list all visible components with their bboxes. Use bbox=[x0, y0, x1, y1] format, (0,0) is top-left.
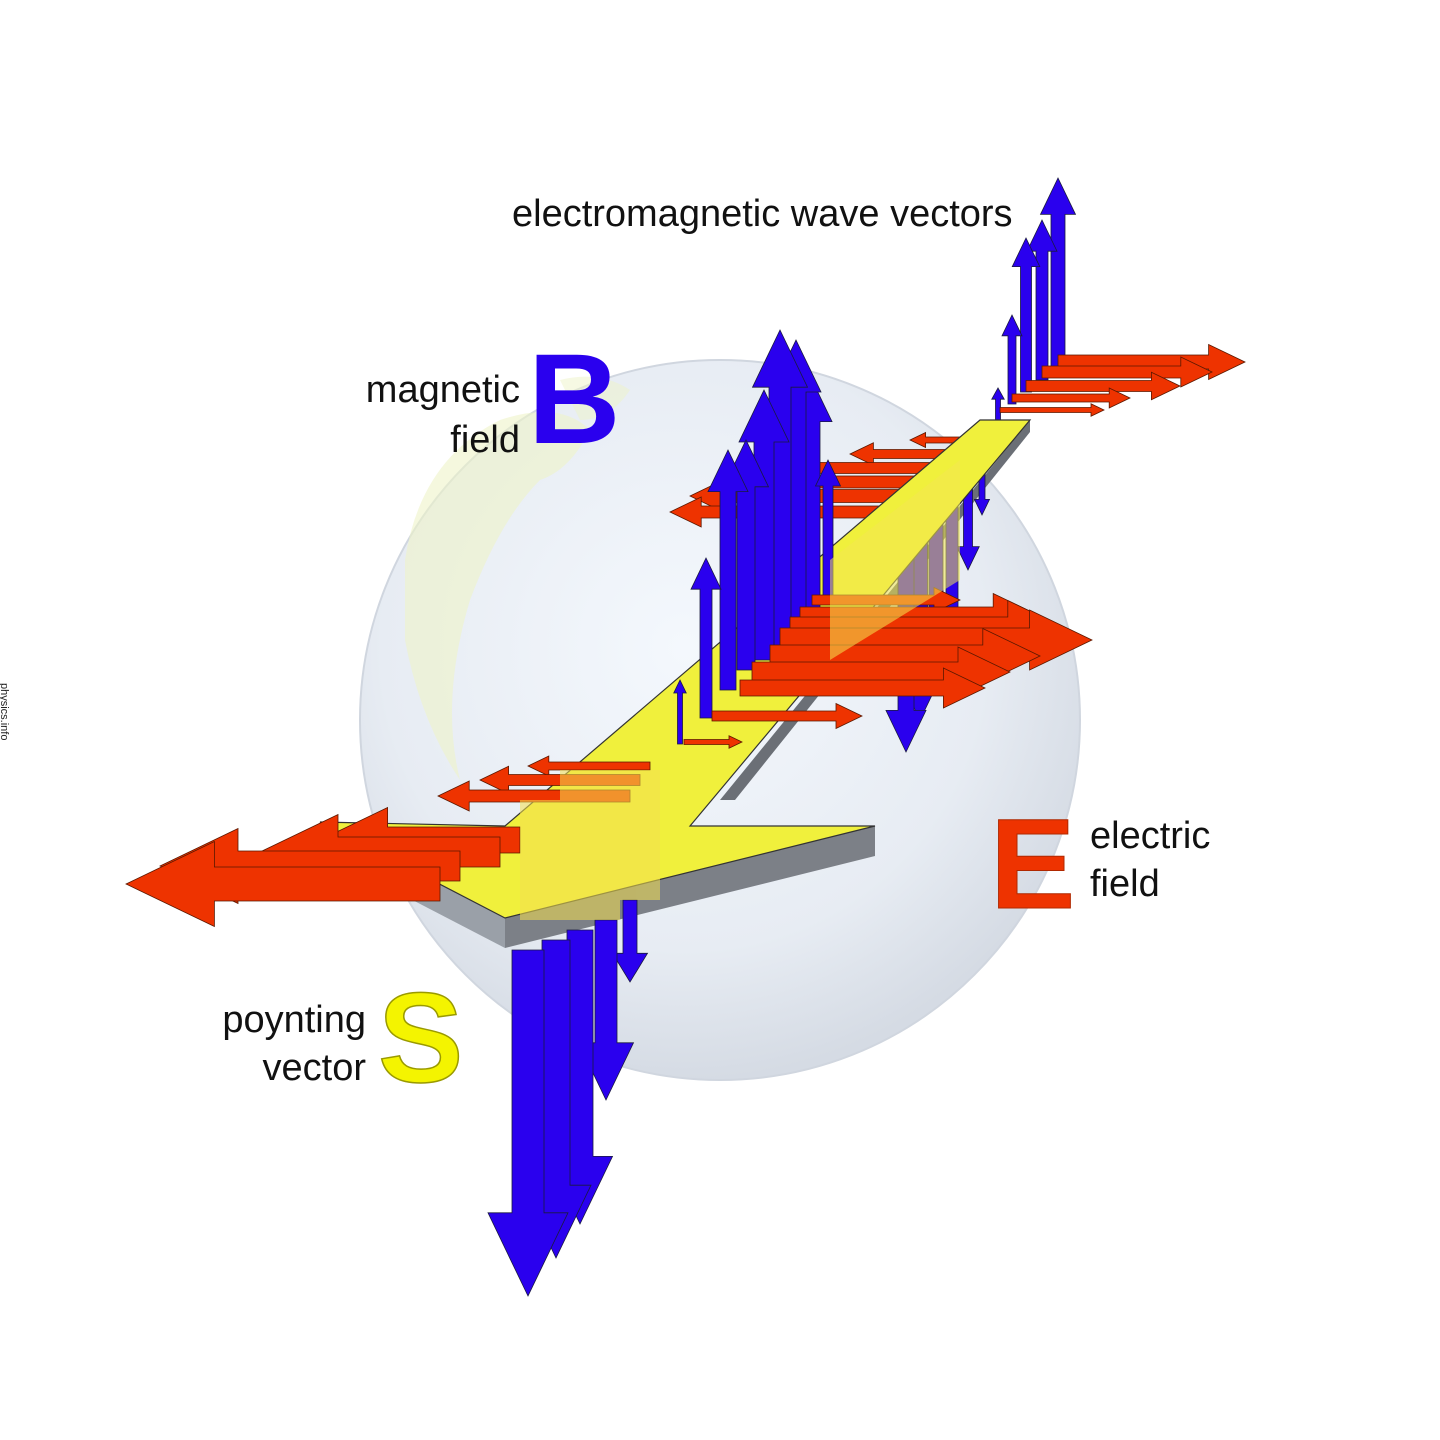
poynting-label-line1: poynting bbox=[222, 999, 366, 1041]
e-field-arrow bbox=[999, 403, 1105, 417]
b-field-arrow bbox=[487, 949, 569, 1297]
poynting-label-line2: vector bbox=[262, 1047, 366, 1089]
diagram-title: electromagnetic wave vectors bbox=[512, 193, 1013, 235]
e-field-arrow bbox=[1041, 356, 1213, 388]
near-wave-arrows bbox=[125, 329, 1093, 1297]
e-field-arrow bbox=[711, 702, 863, 730]
credit-text: physics.info bbox=[0, 683, 10, 741]
s-symbol: S bbox=[378, 967, 463, 1110]
b-field-arrow bbox=[738, 389, 790, 661]
magnetic-label-line1: magnetic bbox=[365, 369, 520, 411]
e-symbol: E bbox=[990, 793, 1075, 936]
b-field-arrow bbox=[1001, 314, 1023, 405]
e-field-arrow bbox=[125, 840, 441, 928]
b-field-arrow bbox=[991, 387, 1005, 421]
ribbon-slices bbox=[520, 460, 960, 920]
b-field-arrow bbox=[611, 899, 649, 983]
e-field-arrow bbox=[739, 667, 986, 709]
b-field-arrow bbox=[751, 329, 809, 651]
e-field-arrow bbox=[683, 735, 743, 749]
e-field-arrow bbox=[1025, 371, 1181, 401]
b-symbol: B bbox=[528, 328, 620, 471]
b-field-arrow bbox=[1039, 177, 1077, 371]
magnetic-label-line2: field bbox=[450, 419, 520, 461]
b-field-arrow bbox=[1011, 237, 1041, 393]
b-field-arrow bbox=[707, 449, 749, 691]
b-field-arrow bbox=[673, 679, 687, 745]
electric-label-line1: electric bbox=[1090, 815, 1211, 857]
b-field-arrow bbox=[690, 557, 722, 719]
e-field-arrow bbox=[1011, 387, 1131, 409]
b-field-arrow bbox=[1026, 219, 1058, 381]
electric-label-line2: field bbox=[1090, 863, 1160, 905]
